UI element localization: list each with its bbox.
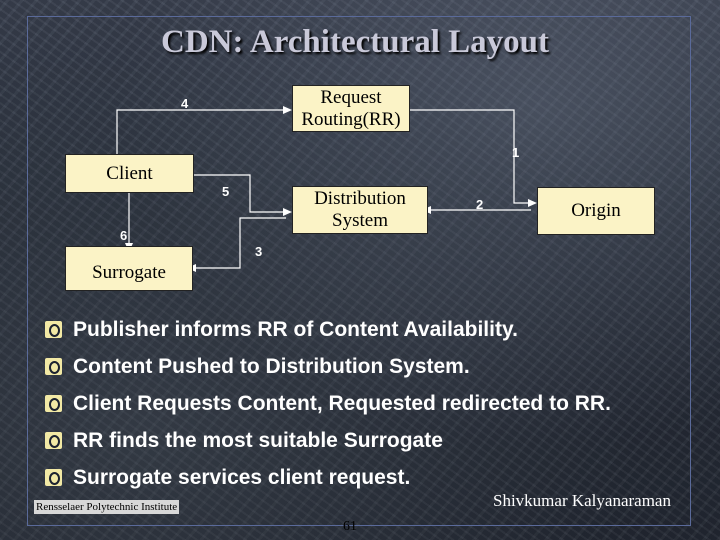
bullet-item: Client Requests Content, Requested redir…: [45, 385, 611, 422]
bullet-text: Content Pushed to Distribution System.: [73, 355, 470, 379]
distribution-label-line2: System: [314, 210, 406, 232]
origin-label: Origin: [571, 200, 621, 222]
page-number: 61: [343, 519, 357, 535]
distribution-label-line1: Distribution: [314, 188, 406, 210]
bullet-list: Publisher informs RR of Content Availabi…: [45, 311, 611, 496]
bullet-item: Content Pushed to Distribution System.: [45, 348, 611, 385]
connector-client-distribution: [194, 175, 286, 212]
step-4-label: 4: [181, 96, 188, 111]
bullet-marker-icon: [45, 395, 62, 412]
bullet-marker-icon: [45, 469, 62, 486]
footer-institution: Rensselaer Polytechnic Institute: [34, 500, 179, 514]
bullet-item: Publisher informs RR of Content Availabi…: [45, 311, 611, 348]
request-routing-label-line1: Request: [301, 87, 400, 109]
bullet-text: RR finds the most suitable Surrogate: [73, 429, 443, 453]
bullet-marker-icon: [45, 432, 62, 449]
client-node: Client: [65, 154, 194, 193]
bullet-text: Surrogate services client request.: [73, 466, 410, 490]
surrogate-label: Surrogate: [92, 262, 166, 284]
step-2-label: 2: [476, 197, 483, 212]
bullet-marker-icon: [45, 358, 62, 375]
bullet-item: RR finds the most suitable Surrogate: [45, 422, 611, 459]
bullet-text: Client Requests Content, Requested redir…: [73, 392, 611, 416]
arrowhead-rr: [283, 106, 292, 114]
distribution-system-node: Distribution System: [292, 186, 428, 234]
bullet-marker-icon: [45, 321, 62, 338]
step-3-label: 3: [255, 244, 262, 259]
bullet-text: Publisher informs RR of Content Availabi…: [73, 318, 518, 342]
origin-node: Origin: [537, 187, 655, 235]
step-5-label: 5: [222, 184, 229, 199]
arrowhead-origin: [528, 199, 537, 207]
request-routing-node: Request Routing(RR): [292, 85, 410, 132]
footer-author: Shivkumar Kalyanaraman: [493, 491, 671, 511]
step-6-label: 6: [120, 228, 127, 243]
connector-client-rr: [117, 110, 286, 154]
surrogate-node: Surrogate: [65, 246, 193, 291]
arrowhead-distribution-from-client: [283, 208, 292, 216]
request-routing-label-line2: Routing(RR): [301, 109, 400, 131]
connector-distribution-surrogate: [193, 218, 286, 268]
step-1-label: 1: [512, 145, 519, 160]
client-label: Client: [106, 163, 152, 185]
